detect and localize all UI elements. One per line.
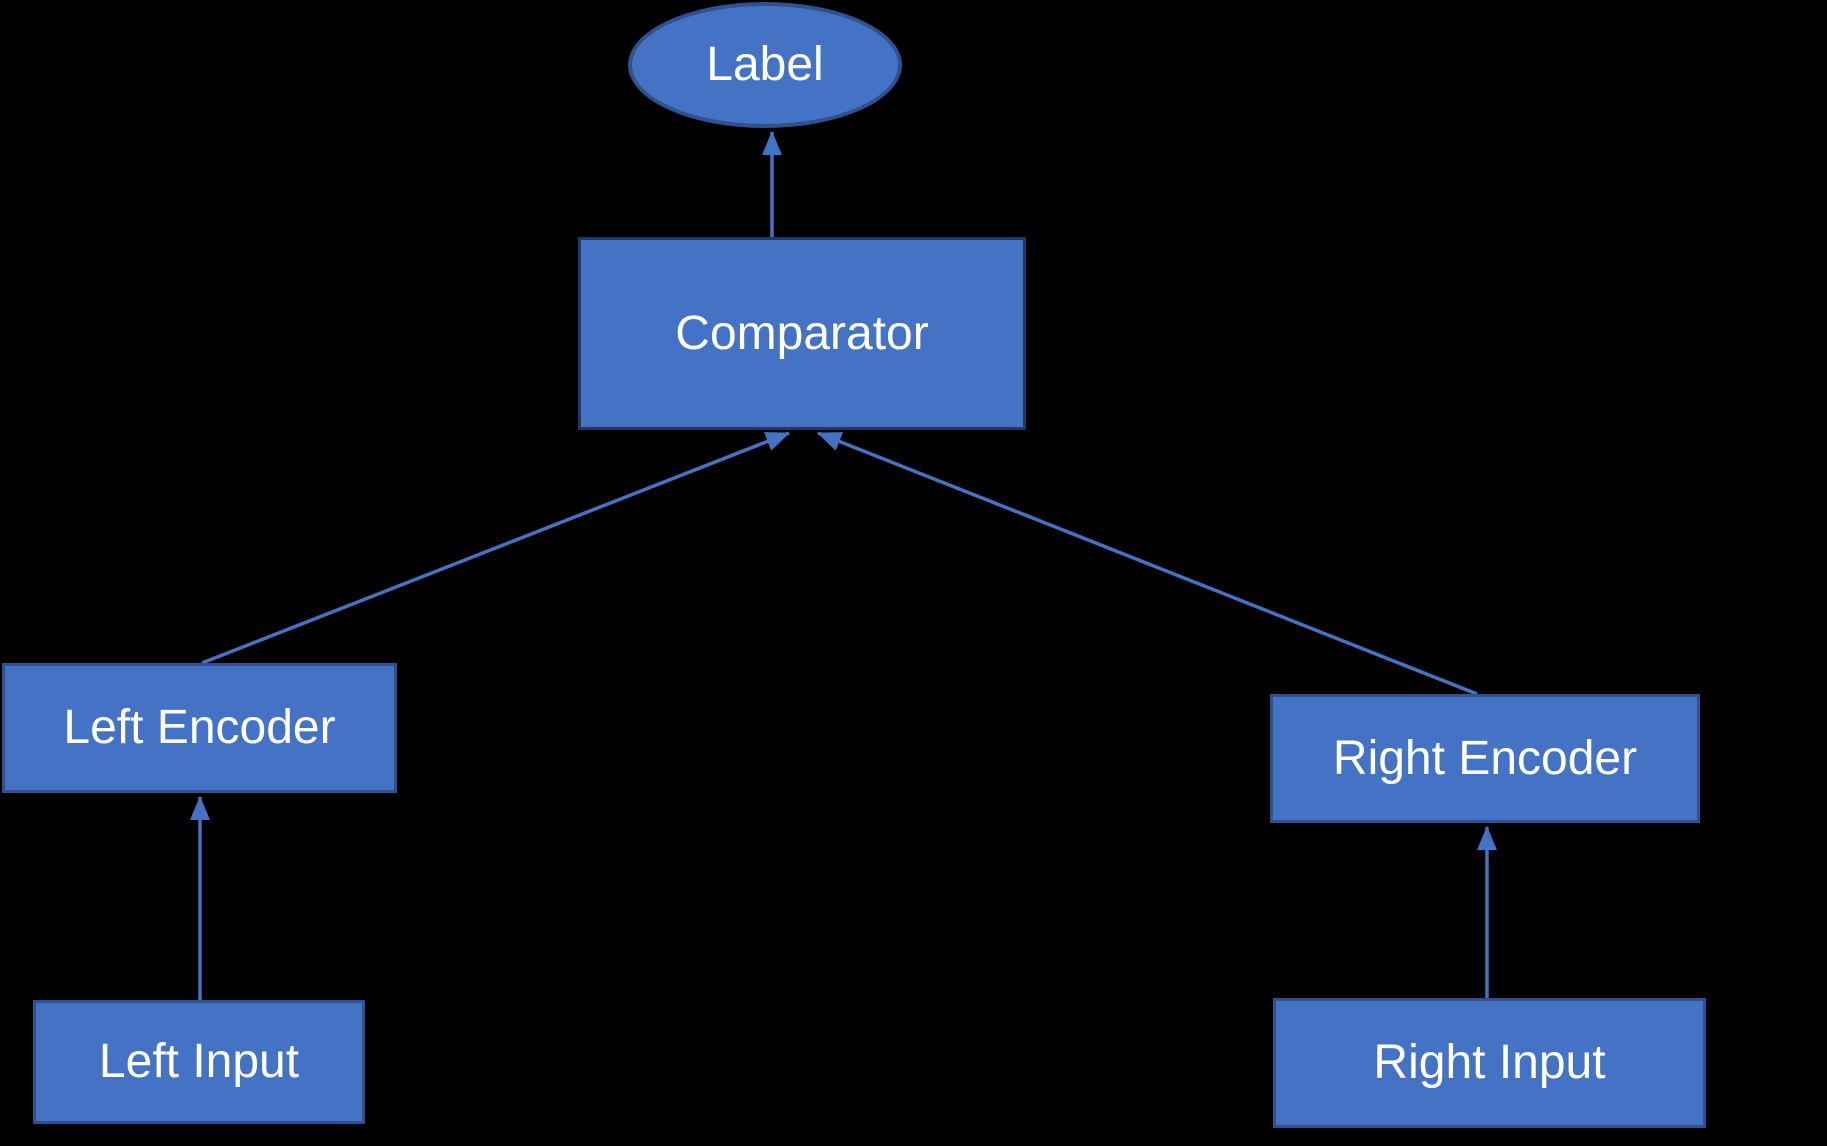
node-label-text: Label bbox=[706, 38, 824, 91]
node-left-input-text: Left Input bbox=[98, 1035, 300, 1088]
node-left-encoder: Left Encoder bbox=[2, 663, 397, 793]
node-left-encoder-text: Left Encoder bbox=[63, 701, 336, 754]
node-comparator-text: Comparator bbox=[675, 306, 929, 360]
node-comparator: Comparator bbox=[578, 237, 1026, 430]
node-label: Label bbox=[628, 2, 902, 128]
node-right-encoder-text: Right Encoder bbox=[1332, 731, 1638, 785]
node-right-encoder: Right Encoder bbox=[1270, 694, 1700, 823]
node-left-input: Left Input bbox=[33, 1000, 365, 1124]
node-right-input-text: Right Input bbox=[1373, 1036, 1606, 1089]
edge-left-encoder-to-comparator bbox=[201, 431, 790, 665]
node-right-input: Right Input bbox=[1273, 998, 1706, 1128]
edge-right-encoder-to-comparator bbox=[817, 431, 1478, 696]
